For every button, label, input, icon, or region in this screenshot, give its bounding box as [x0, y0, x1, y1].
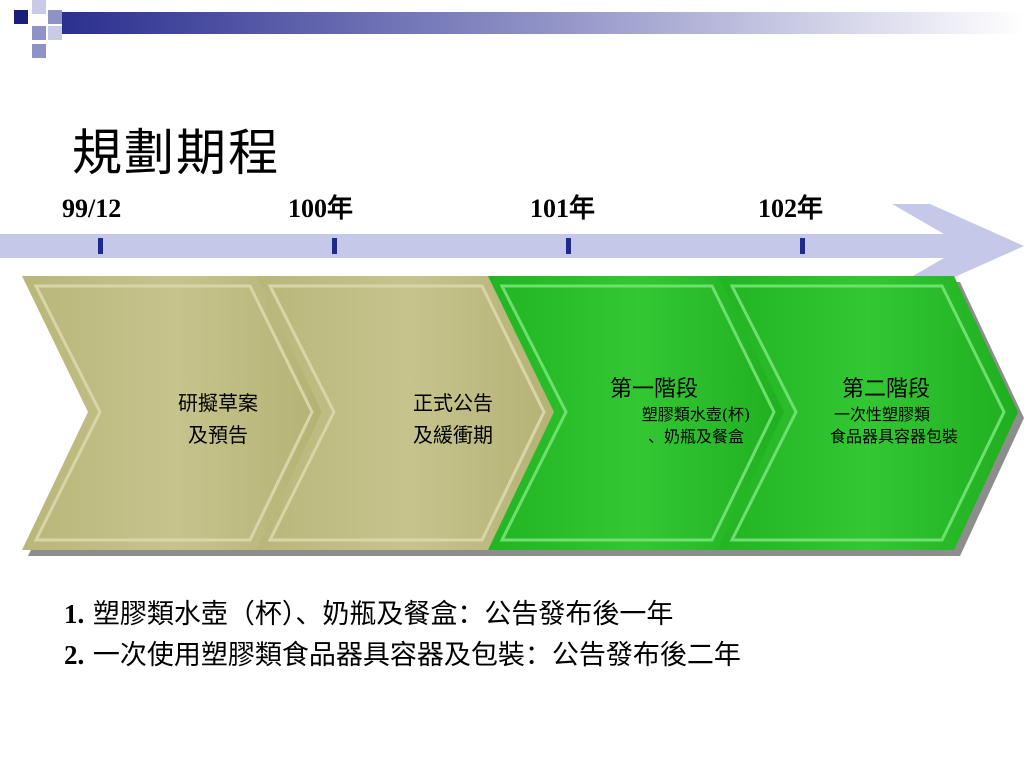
stage-3-label: 第一階段 塑膠類水壺(杯) 、奶瓶及餐盒: [596, 376, 796, 448]
stage-chevron: [22, 276, 328, 550]
timeline-arrow: [0, 204, 1024, 288]
stage-line: 食品器具容器包裝: [830, 427, 959, 446]
header-decoration: [14, 0, 1024, 58]
header-square: [14, 10, 28, 24]
timeline-diagram: [0, 204, 1024, 556]
stage-chevron: [488, 276, 790, 550]
timeline-year-label: 100年: [288, 194, 354, 223]
stage-line: 塑膠類水壺(杯): [641, 405, 751, 424]
note-number: 1.: [64, 599, 85, 629]
header-square: [32, 26, 46, 40]
stage-1-label: 研擬草案 及預告: [158, 387, 278, 451]
stage-4-label: 第二階段 一次性塑膠類 食品器具容器包裝: [830, 376, 1018, 448]
timeline-tick: [566, 238, 571, 254]
stage-line: 及緩衝期: [413, 423, 493, 447]
stage-chevron: [718, 276, 1018, 550]
note-text: 塑膠類水壺（杯）、奶瓶及餐盒：公告發布後一年: [84, 599, 674, 630]
stage-title: 第二階段: [842, 377, 931, 402]
stage-line: 一次性塑膠類: [834, 405, 931, 424]
stage-line: 正式公告: [413, 391, 493, 415]
stage-2-label: 正式公告 及緩衝期: [388, 387, 518, 451]
stage-line: 、奶瓶及餐盒: [647, 427, 744, 446]
header-gradient-bar: [62, 12, 1024, 34]
stage-line: 及預告: [188, 423, 248, 447]
note-number: 2.: [64, 640, 85, 670]
slide-title: 規劃期程: [72, 124, 280, 182]
note-item: 2. 一次使用塑膠類食品器具容器及包裝：公告發布後二年: [64, 635, 741, 676]
timeline-year-label: 99/12: [62, 194, 122, 223]
header-square: [48, 26, 62, 40]
note-text: 一次使用塑膠類食品器具容器及包裝：公告發布後二年: [84, 640, 741, 671]
note-item: 1. 塑膠類水壺（杯）、奶瓶及餐盒：公告發布後一年: [64, 594, 741, 635]
stage-chevron-highlight: [267, 284, 546, 542]
stage-chevron-highlight: [499, 284, 776, 542]
header-square: [32, 44, 46, 58]
timeline-year-label: 102年: [758, 194, 824, 223]
timeline-tick: [800, 238, 805, 254]
notes-list: 1. 塑膠類水壺（杯）、奶瓶及餐盒：公告發布後一年 2. 一次使用塑膠類食品器具…: [64, 594, 741, 676]
stage-line: 研擬草案: [178, 391, 258, 415]
timeline-year-label: 101年: [530, 194, 596, 223]
header-square: [48, 10, 62, 24]
stage-chevron-highlight: [729, 284, 1006, 542]
stage-chevron-highlight: [33, 284, 314, 542]
header-square: [32, 0, 46, 14]
timeline-tick: [98, 238, 103, 254]
stage-title: 第一階段: [610, 377, 699, 402]
stage-chevron: [256, 276, 560, 550]
timeline-tick: [332, 238, 337, 254]
